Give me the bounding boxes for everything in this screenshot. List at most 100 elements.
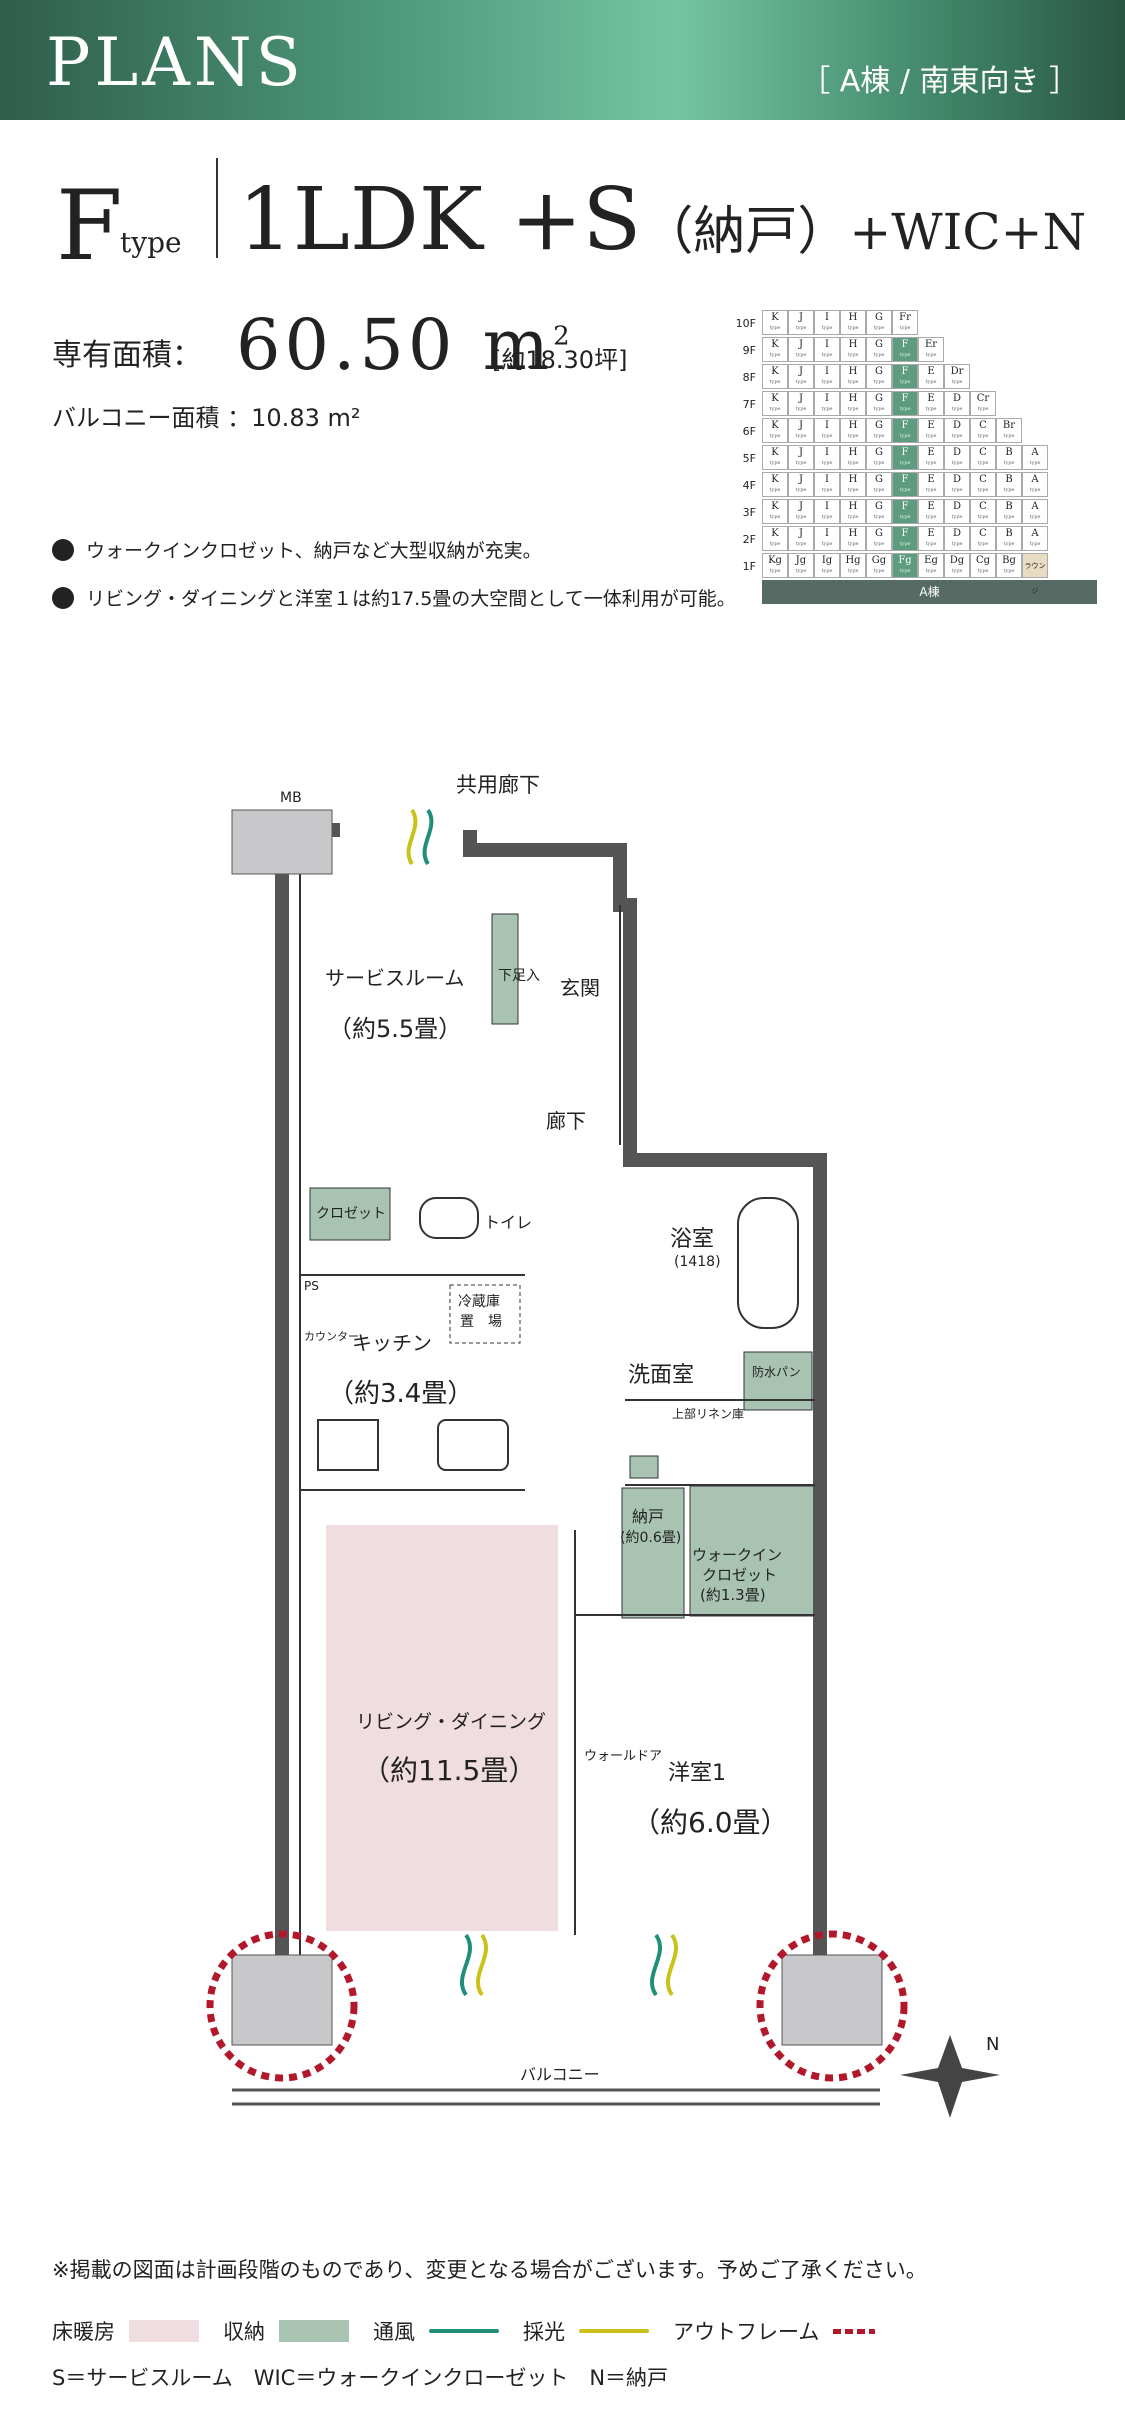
airflow-icons xyxy=(406,808,679,1997)
floor-label: 3F xyxy=(742,506,756,519)
unit-code: K xyxy=(771,447,779,458)
floor-label: 6F xyxy=(742,425,756,438)
unit-type-sub: type xyxy=(873,568,885,574)
unit-type-sub: type xyxy=(925,406,937,412)
unit-type-sub: type xyxy=(769,514,781,520)
mb-box xyxy=(231,809,333,875)
unit-code: J xyxy=(798,312,803,323)
unit-code: B xyxy=(1005,447,1013,458)
floor-label: 9F xyxy=(742,344,756,357)
floor-label: 5F xyxy=(742,452,756,465)
unit-code: I xyxy=(825,501,829,512)
unit-type-sub: type xyxy=(1003,460,1015,466)
disclaimer-note: ※掲載の図面は計画段階のものであり、変更となる場合がございます。予めご了承くださ… xyxy=(52,2258,927,2282)
unit-type-sub: type xyxy=(873,433,885,439)
wic-label: ウォークイン xyxy=(692,1546,782,1564)
unit-type-sub: type xyxy=(847,352,859,358)
bullet-icon xyxy=(52,586,74,609)
unit-code: B xyxy=(1005,528,1013,539)
unit-code: Jg xyxy=(795,555,807,566)
unit-type-sub: type xyxy=(873,460,885,466)
unit-code: F xyxy=(901,474,909,485)
unit-code: H xyxy=(848,339,858,350)
unit-code: C xyxy=(979,447,987,458)
shoe-label: 下足入 xyxy=(498,968,540,984)
unit-type-sub: type xyxy=(795,352,807,358)
unit-code: E xyxy=(927,420,935,431)
unit-code: G xyxy=(875,501,883,512)
unit-type-sub: type xyxy=(1029,487,1041,493)
unit-type-sub: type xyxy=(951,406,963,412)
unit-type-sub: type xyxy=(977,514,989,520)
closet-label: クロゼット xyxy=(316,1206,386,1222)
unit-code: D xyxy=(952,447,962,458)
unit-type-sub: type xyxy=(769,325,781,331)
toilet-bowl xyxy=(419,1197,479,1239)
legend-storage: 収納 xyxy=(223,2320,265,2344)
outframe-right xyxy=(756,1930,908,2082)
unit-code: Dr xyxy=(950,366,964,377)
hallway-label: 廊下 xyxy=(546,1109,586,1133)
unit-code: H xyxy=(848,528,858,539)
unit-code: E xyxy=(927,447,935,458)
area-unit-sup: 2 xyxy=(553,321,574,352)
unit-type-sub: type xyxy=(951,514,963,520)
linen-label: 上部リネン庫 xyxy=(672,1406,744,1421)
unit-code: I xyxy=(825,339,829,350)
unit-code: G xyxy=(875,366,883,377)
unit-type-sub: type xyxy=(1003,433,1015,439)
unit-type-sub: type xyxy=(925,433,937,439)
layout-text: 1LDK +S xyxy=(238,170,642,270)
service-room-size: （約5.5畳） xyxy=(328,1015,462,1043)
unit-type-sub: type xyxy=(847,541,859,547)
unit-type-sub: type xyxy=(899,541,911,547)
unit-code: G xyxy=(875,312,883,323)
unit-code: I xyxy=(825,366,829,377)
unit-code: F xyxy=(901,447,909,458)
compass-icon xyxy=(900,2035,1000,2118)
unit-type-sub: type xyxy=(1029,514,1041,520)
mb-label: MB xyxy=(280,790,302,806)
area-value: 60.50 m2 xyxy=(236,304,574,386)
linen-storage xyxy=(629,1455,659,1479)
unit-code: H xyxy=(848,420,858,431)
unit-code: D xyxy=(952,420,962,431)
unit-type-sub: type xyxy=(899,379,911,385)
unit-type-sub: type xyxy=(821,514,833,520)
unit-type-sub: type xyxy=(769,406,781,412)
unit-code: G xyxy=(875,339,883,350)
unit-code: A xyxy=(1031,501,1039,512)
unit-code: C xyxy=(979,474,987,485)
unit-type-sub: type xyxy=(795,541,807,547)
outframe-left xyxy=(206,1930,358,2082)
area-unit: m xyxy=(482,304,554,386)
pillar-left xyxy=(231,1954,333,2046)
unit-code: H xyxy=(848,447,858,458)
unit-type-sub: type xyxy=(873,514,885,520)
unit-code: D xyxy=(952,501,962,512)
unit-code: Cg xyxy=(975,555,991,566)
living-size: （約11.5畳） xyxy=(362,1754,536,1787)
unit-type-sub: type xyxy=(977,406,989,412)
